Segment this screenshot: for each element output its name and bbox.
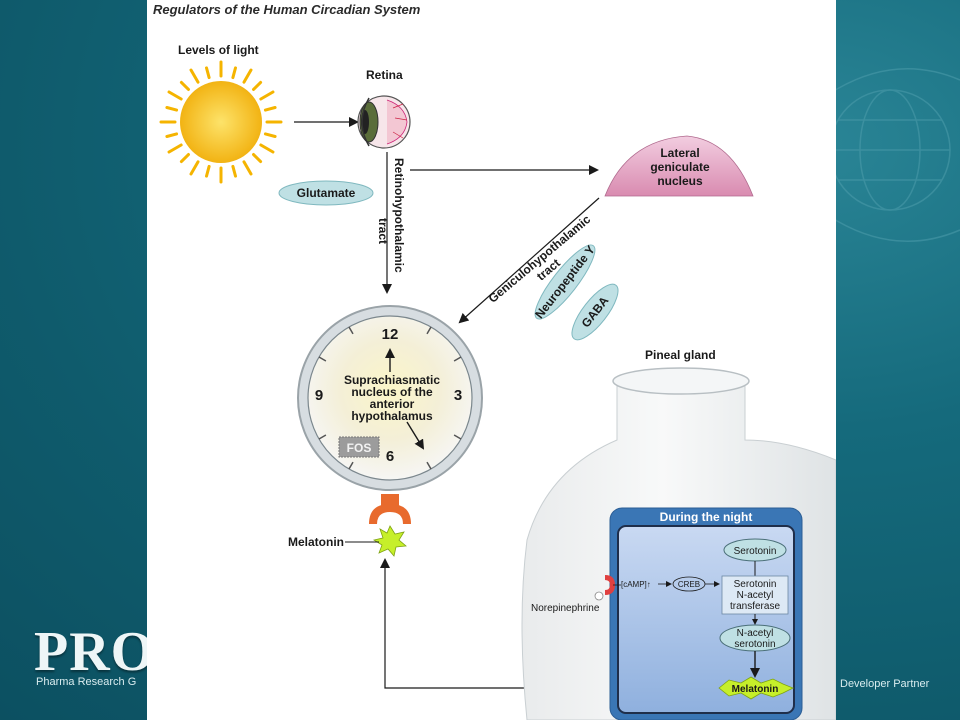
norepinephrine-label: Norepinephrine [531, 603, 600, 614]
svg-text:hypothalamus: hypothalamus [351, 409, 433, 423]
svg-text:serotonin: serotonin [734, 639, 775, 650]
clock-hand-down [406, 421, 425, 450]
svg-text:nucleus of the: nucleus of the [351, 385, 433, 399]
sun-ray [205, 164, 211, 178]
svg-text:Glutamate: Glutamate [297, 186, 356, 200]
retina-label: Retina [366, 68, 403, 82]
svg-text:FOS: FOS [347, 441, 372, 455]
melatonin-receptor-icon [369, 494, 411, 524]
clock-tick [348, 326, 354, 335]
clock-6: 6 [386, 448, 394, 465]
svg-text:N-acetyl: N-acetyl [737, 590, 774, 601]
sun-ray [242, 160, 253, 176]
norepinephrine-receptor-icon [594, 575, 621, 601]
svg-text:CREB: CREB [678, 580, 700, 589]
melatonin-output-node: Melatonin [718, 676, 794, 700]
svg-text:geniculate: geniculate [650, 160, 710, 174]
sun-ray [167, 143, 183, 154]
svg-text:transferase: transferase [730, 601, 780, 612]
diagram-panel: Regulators of the Human Circadian System… [147, 0, 836, 720]
clock-tick [453, 356, 462, 362]
sun-icon [159, 60, 283, 184]
melatonin-molecule-icon [372, 525, 407, 557]
clock-tick [426, 326, 432, 335]
sun-ray [165, 132, 179, 138]
camp-label: [cAMP]↑ [621, 580, 651, 589]
diagram-title: Regulators of the Human Circadian System [153, 2, 421, 17]
svg-text:Suprachiasmatic: Suprachiasmatic [344, 373, 440, 387]
clock-3: 3 [454, 387, 462, 404]
clock-12: 12 [382, 326, 399, 343]
svg-text:Lateral: Lateral [660, 146, 699, 160]
fos-badge: FOS [338, 436, 380, 458]
globe-watermark [820, 68, 960, 242]
clock-tick [318, 356, 327, 362]
svg-text:Serotonin: Serotonin [734, 579, 777, 590]
brand-logo-text: PRO [34, 621, 156, 683]
svg-text:anterior: anterior [370, 397, 415, 411]
brand-subtitle: Pharma Research G [36, 676, 137, 688]
sun-ray [231, 164, 237, 178]
scn-clock: 12 3 6 9 Suprachiasmatic nucleus of the … [297, 305, 483, 491]
svg-text:nucleus: nucleus [657, 174, 703, 188]
pineal-gland-label: Pineal gland [645, 348, 716, 362]
svg-text:Serotonin: Serotonin [734, 546, 777, 557]
retinohypothalamic-label-1: Retinohypothalamic [392, 158, 406, 273]
sun-ray [263, 132, 277, 138]
retinohypothalamic-label-2: tract [376, 218, 390, 244]
sun-ray [179, 153, 190, 164]
sun-ray [189, 160, 200, 176]
melatonin-receptor-label: Melatonin [288, 535, 344, 549]
clock-tick [318, 434, 327, 440]
eye-icon [357, 95, 411, 149]
n-acetyl-serotonin-node: N-acetyl serotonin [719, 624, 791, 652]
sun-ray [259, 143, 275, 154]
levels-of-light-label: Levels of light [178, 43, 259, 57]
clock-tick [426, 461, 432, 470]
sun-ray [231, 66, 237, 80]
glutamate-badge: Glutamate [278, 180, 374, 206]
lateral-geniculate-nucleus: Lateral geniculate nucleus [604, 135, 754, 197]
sun-ray [189, 68, 200, 84]
sun-ray [242, 68, 253, 84]
sun-ray [167, 90, 183, 101]
sun-ray [165, 106, 179, 112]
sun-ray [205, 66, 211, 80]
sun-ray [179, 80, 190, 91]
svg-text:N-acetyl: N-acetyl [737, 628, 774, 639]
circadian-diagram: Regulators of the Human Circadian System… [153, 2, 836, 720]
clock-tick [453, 434, 462, 440]
clock-9: 9 [315, 387, 323, 404]
snat-node: Serotonin N-acetyl transferase [721, 575, 789, 615]
clock-tick [348, 461, 354, 470]
partner-label: Developer Partner [840, 678, 930, 690]
sun-ray [263, 106, 277, 112]
serotonin-node: Serotonin [723, 538, 787, 562]
sun-ray [259, 90, 275, 101]
sun-ray [252, 153, 263, 164]
sun-ray [252, 80, 263, 91]
svg-text:Melatonin: Melatonin [732, 684, 779, 695]
arrow-geniculohypothalamic [458, 197, 600, 324]
svg-text:During the night: During the night [660, 510, 753, 524]
